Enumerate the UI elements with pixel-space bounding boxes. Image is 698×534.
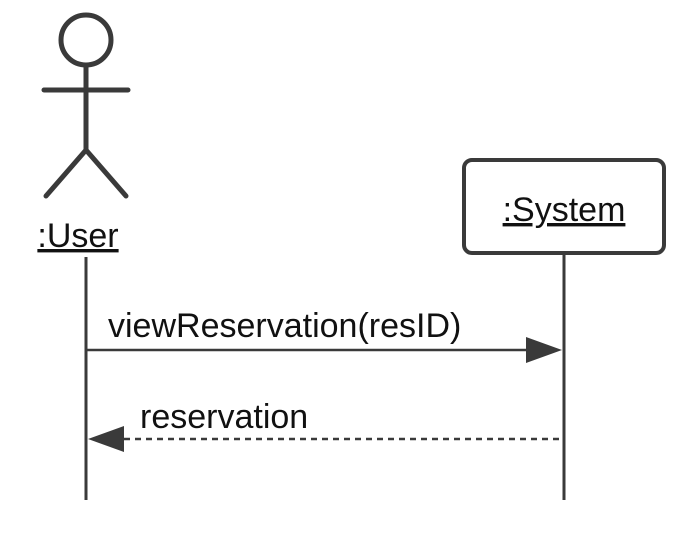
user-actor-icon: [41, 12, 131, 199]
actor-right-leg: [83, 147, 129, 199]
actor-left-leg: [43, 147, 89, 199]
request-arrowhead-icon: [526, 337, 562, 363]
request-message-label: viewReservation(resID): [108, 307, 461, 345]
system-participant-label: :System: [503, 191, 626, 229]
return-arrowhead-icon: [88, 426, 124, 452]
return-message-label: reservation: [140, 398, 308, 436]
actor-head: [58, 12, 114, 68]
user-participant-label: :User: [37, 217, 118, 255]
